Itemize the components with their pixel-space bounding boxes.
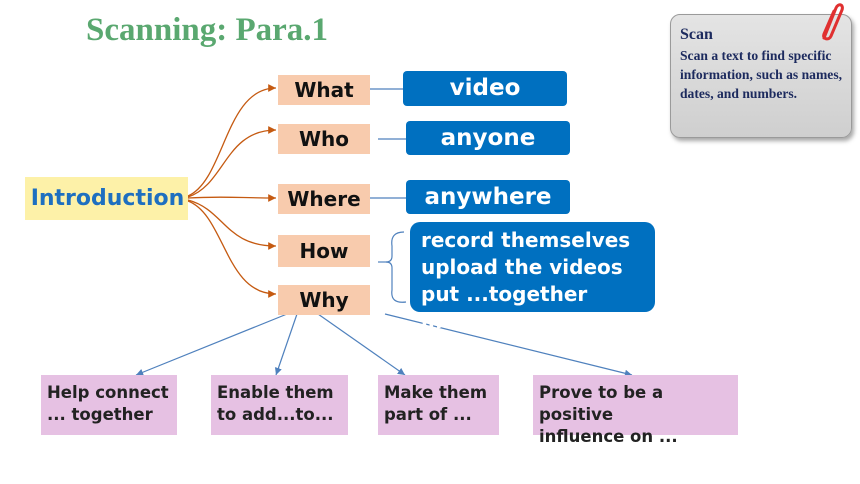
reason-2-line-1: Enable them <box>217 383 334 402</box>
root-node-introduction: Introduction <box>25 177 188 220</box>
reason-3-line-2: part of ... <box>384 405 472 424</box>
why-reason-3: Make them part of ... <box>378 375 499 435</box>
note-heading: Scan <box>680 26 713 43</box>
question-how: How <box>278 235 370 267</box>
how-line-2: upload the videos <box>421 255 623 279</box>
why-arrow-2 <box>274 313 298 376</box>
reason-3-line-1: Make them <box>384 383 488 402</box>
how-line-1: record themselves <box>421 228 631 252</box>
answer-where: anywhere <box>406 180 570 214</box>
reason-4-line-1: Prove to be a positive <box>539 383 664 424</box>
branch-how <box>187 199 277 250</box>
reason-1-line-2: ... together <box>47 405 153 424</box>
how-brace <box>385 231 407 303</box>
answer-what: video <box>403 71 567 106</box>
answer-who: anyone <box>406 121 570 155</box>
reason-1-line-1: Help connect <box>47 383 169 402</box>
question-what: What <box>278 75 370 105</box>
why-reason-4: Prove to be a positive influence on ... <box>533 375 738 446</box>
why-reason-1: Help connect ... together <box>41 375 177 435</box>
paperclip-icon <box>822 3 844 41</box>
reason-4-line-2: influence on ... <box>539 427 678 446</box>
branch-who <box>187 126 277 198</box>
branch-why <box>187 200 277 298</box>
question-who: Who <box>278 124 370 154</box>
slide-title: Scanning: Para.1 <box>86 12 329 48</box>
answer-how: record themselves upload the videos put … <box>410 222 655 333</box>
question-why: Why <box>278 285 370 315</box>
reason-2-line-2: to add...to... <box>217 405 334 424</box>
why-arrow-4 <box>384 313 633 377</box>
branch-where <box>187 194 277 202</box>
question-where: Where <box>278 184 370 214</box>
why-arrow-1 <box>135 311 293 376</box>
branch-what <box>187 84 277 197</box>
why-arrow-3 <box>317 313 406 376</box>
why-reason-2: Enable them to add...to... <box>211 375 348 435</box>
scan-note-card: Scan Scan a text to find specific inform… <box>670 14 852 138</box>
how-line-3: put ...together into... <box>421 282 588 333</box>
note-body: Scan a text to find specific information… <box>680 48 843 101</box>
